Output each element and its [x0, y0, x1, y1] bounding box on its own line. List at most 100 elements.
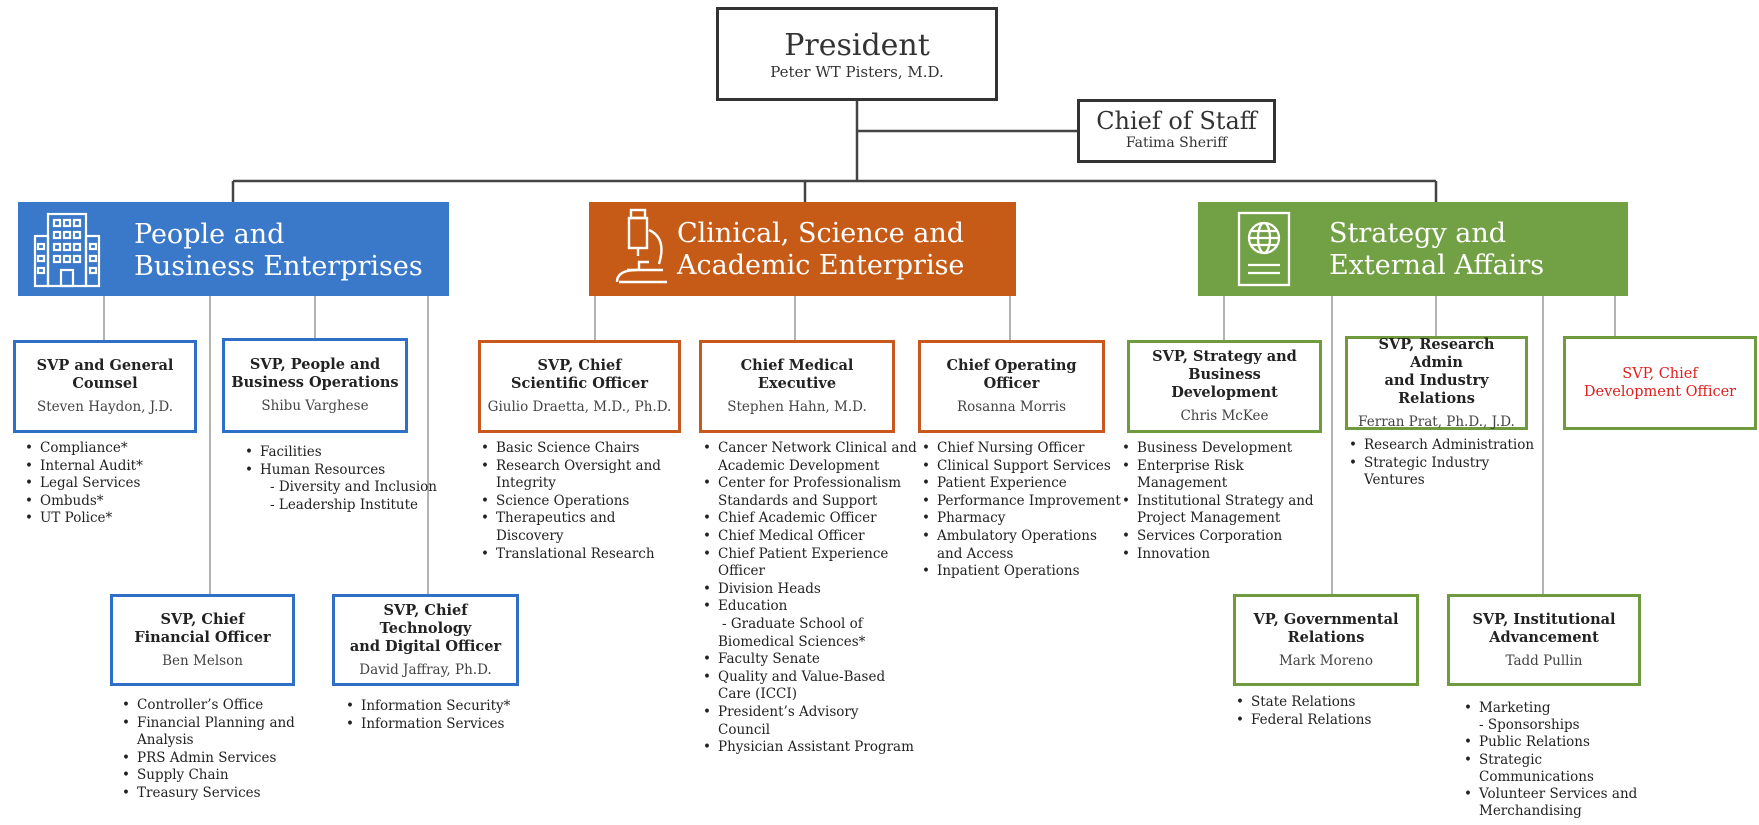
- list-item: Legal Services: [25, 475, 143, 493]
- cso-title: SVP, Chief Scientific Officer: [511, 357, 648, 392]
- advancement-list: Marketing - Sponsorships Public Relation…: [1462, 700, 1637, 820]
- coo-box: Chief Operating Officer Rosanna Morris: [918, 340, 1105, 433]
- list-item: Research Administration: [1349, 437, 1534, 455]
- research-admin-title: SVP, Research Admin and Industry Relatio…: [1378, 335, 1495, 407]
- coo-list: Chief Nursing Officer Clinical Support S…: [920, 440, 1121, 581]
- strategy-bd-title: SVP, Strategy and Business Development: [1152, 348, 1297, 401]
- list-item: Physician Assistant Program: [703, 739, 917, 757]
- list-item: Integrity: [496, 475, 556, 492]
- list-item: Services Corporation: [1122, 528, 1314, 546]
- list-item: Facilities: [245, 444, 437, 462]
- list-item: Patient Experience: [922, 475, 1121, 493]
- list-item: Center for Professionalism: [703, 475, 917, 493]
- list-item: Information Services: [346, 716, 510, 734]
- list-item: Research Oversight and: [481, 458, 661, 476]
- research-admin-box: SVP, Research Admin and Industry Relatio…: [1345, 336, 1528, 430]
- list-item: UT Police*: [25, 510, 143, 528]
- strategy-line2: External Affairs: [1329, 250, 1545, 281]
- president-title: President: [784, 28, 930, 63]
- list-item: Academic Development: [718, 457, 880, 474]
- general-counsel-list: Compliance* Internal Audit* Legal Servic…: [23, 440, 143, 528]
- list-item: Cancer Network Clinical and: [703, 440, 917, 458]
- gov-relations-name: Mark Moreno: [1278, 652, 1373, 669]
- cto-title: SVP, Chief Technology and Digital Office…: [349, 601, 502, 655]
- list-item: Chief Medical Officer: [703, 528, 917, 546]
- coo-title: Chief Operating Officer: [946, 357, 1077, 392]
- cme-name: Stephen Hahn, M.D.: [727, 399, 867, 415]
- strategy-bd-list: Business Development Enterprise Risk Man…: [1120, 440, 1314, 563]
- advancement-title: SVP, Institutional Advancement: [1472, 610, 1616, 646]
- list-item: Information Security*: [346, 698, 510, 716]
- list-item: Controller’s Office: [122, 697, 295, 715]
- list-item: Compliance*: [25, 440, 143, 458]
- clinical-line1: Clinical, Science and: [677, 218, 965, 249]
- list-item: Chief Academic Officer: [703, 510, 917, 528]
- list-item: Business Development: [1122, 440, 1314, 458]
- list-item: Quality and Value-Based: [703, 669, 917, 687]
- coo-name: Rosanna Morris: [956, 399, 1067, 415]
- list-item: Supply Chain: [122, 767, 295, 785]
- clinical-enterprise-banner: Clinical, Science and Academic Enterpris…: [589, 202, 1016, 296]
- list-item: Management: [1137, 475, 1228, 492]
- advancement-box: SVP, Institutional Advancement Tadd Pull…: [1447, 594, 1641, 686]
- list-item: Project Management: [1137, 510, 1281, 527]
- gov-relations-list: State Relations Federal Relations: [1234, 694, 1371, 729]
- chief-of-staff-title: Chief of Staff: [1096, 107, 1257, 135]
- people-ops-title: SVP, People and Business Operations: [231, 356, 399, 391]
- people-ops-box: SVP, People and Business Operations Shib…: [222, 338, 408, 433]
- list-item: - Diversity and Inclusion: [270, 479, 437, 496]
- cfo-title: SVP, Chief Financial Officer: [134, 610, 271, 646]
- list-item: PRS Admin Services: [122, 750, 295, 768]
- cfo-list: Controller’s Office Financial Planning a…: [120, 697, 295, 803]
- list-item: Human Resources: [245, 462, 437, 480]
- clinical-enterprise-label: Clinical, Science and Academic Enterpris…: [677, 218, 964, 282]
- cso-list: Basic Science Chairs Research Oversight …: [479, 440, 661, 563]
- list-item: Inpatient Operations: [922, 563, 1121, 581]
- list-item: Therapeutics and: [481, 510, 661, 528]
- list-item: Financial Planning and: [122, 715, 295, 733]
- general-counsel-name: Steven Haydon, J.D.: [36, 399, 174, 415]
- people-enterprise-label: People and Business Enterprises: [134, 219, 423, 283]
- list-item: Discovery: [496, 527, 564, 544]
- list-item: Ombuds*: [25, 493, 143, 511]
- strategy-enterprise-banner: Strategy and External Affairs: [1198, 202, 1628, 296]
- microscope-icon: [615, 208, 667, 284]
- list-item: Volunteer Services and: [1464, 786, 1637, 803]
- list-item: Strategic Industry: [1349, 455, 1534, 473]
- research-admin-list: Research Administration Strategic Indust…: [1347, 437, 1534, 490]
- cme-title: Chief Medical Executive: [740, 357, 854, 392]
- gov-relations-box: VP, Governmental Relations Mark Moreno: [1233, 594, 1419, 686]
- research-admin-name: Ferran Prat, Ph.D., J.D.: [1358, 413, 1515, 430]
- people-line2: Business Enterprises: [134, 251, 423, 282]
- list-item: Faculty Senate: [703, 651, 917, 669]
- cso-box: SVP, Chief Scientific Officer Giulio Dra…: [478, 340, 681, 433]
- list-item: Treasury Services: [122, 785, 295, 803]
- list-item: Standards and Support: [718, 492, 878, 509]
- people-line1: People and: [134, 219, 285, 250]
- cfo-box: SVP, Chief Financial Officer Ben Melson: [110, 594, 295, 686]
- people-ops-name: Shibu Varghese: [261, 398, 369, 414]
- people-enterprise-banner: People and Business Enterprises: [18, 202, 449, 296]
- cto-name: David Jaffray, Ph.D.: [359, 661, 492, 678]
- chief-of-staff-box: Chief of Staff Fatima Sheriff: [1077, 99, 1276, 163]
- list-item: Internal Audit*: [25, 458, 143, 476]
- general-counsel-box: SVP and General Counsel Steven Haydon, J…: [13, 340, 197, 433]
- list-item: and Access: [937, 545, 1014, 562]
- list-item: - Leadership Institute: [270, 496, 419, 513]
- list-item: Performance Improvement: [922, 493, 1121, 511]
- cme-box: Chief Medical Executive Stephen Hahn, M.…: [699, 340, 895, 433]
- list-item: Chief Patient Experience: [703, 546, 917, 564]
- clinical-line2: Academic Enterprise: [677, 250, 965, 281]
- list-item: Officer: [718, 563, 765, 580]
- list-item: Basic Science Chairs: [481, 440, 661, 458]
- list-item: Clinical Support Services: [922, 458, 1121, 476]
- cso-name: Giulio Draetta, M.D., Ph.D.: [487, 399, 672, 415]
- cme-list: Cancer Network Clinical and Academic Dev…: [701, 440, 917, 757]
- list-item: State Relations: [1236, 694, 1371, 712]
- list-item: Pharmacy: [922, 510, 1121, 528]
- list-item: Federal Relations: [1236, 712, 1371, 730]
- strategy-enterprise-label: Strategy and External Affairs: [1329, 218, 1544, 282]
- strategy-bd-name: Chris McKee: [1180, 408, 1269, 424]
- list-item: Enterprise Risk: [1122, 458, 1314, 476]
